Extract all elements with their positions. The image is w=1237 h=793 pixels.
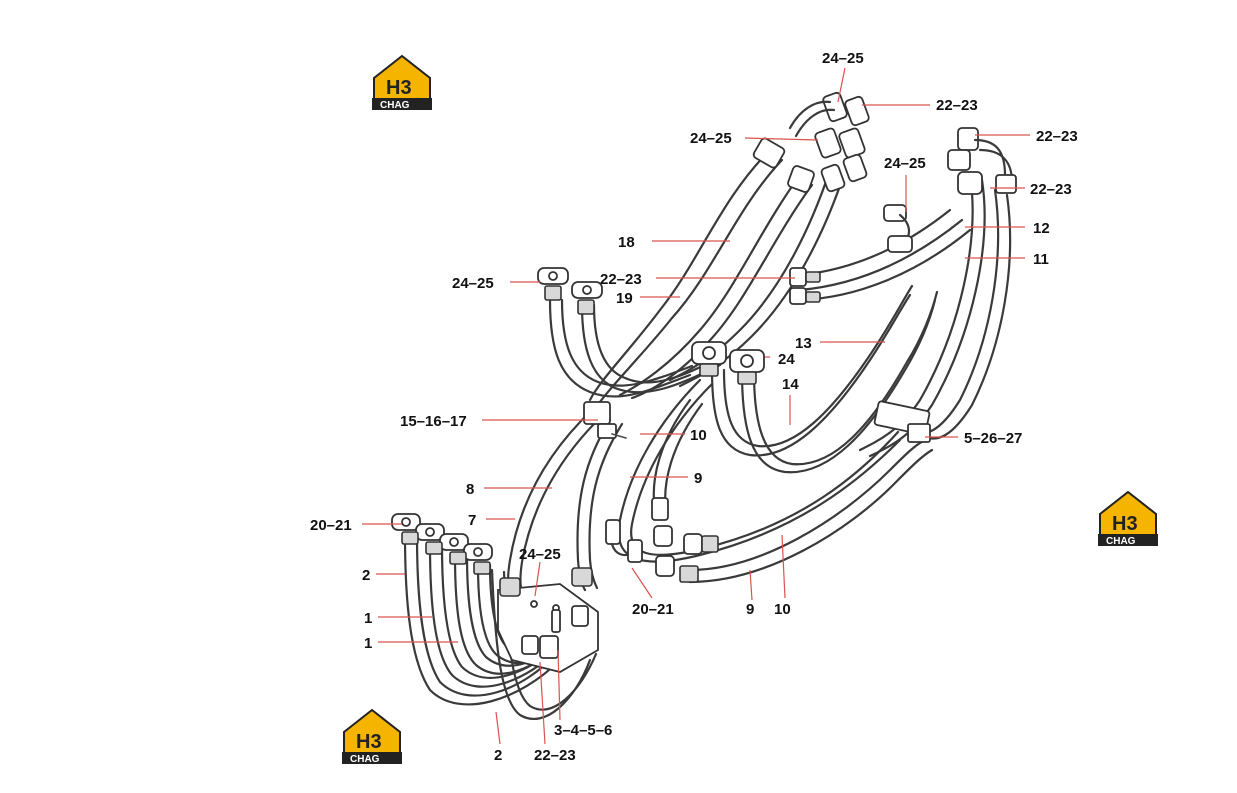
callout-5-26-27: 5–26–27 — [964, 430, 1022, 447]
callout-3-4-5-6: 3–4–5–6 — [554, 722, 612, 739]
callout-11: 11 — [1033, 251, 1049, 268]
hoses — [403, 148, 1012, 721]
logo-mark: H3 — [1112, 513, 1138, 535]
leader-lines — [362, 67, 1030, 745]
callout-24-25-top: 24–25 — [822, 50, 864, 67]
logo-mark: H3 — [356, 731, 382, 753]
callout-7: 7 — [468, 512, 476, 529]
fittings — [391, 91, 1017, 673]
callout-22-23-e: 22–23 — [534, 747, 576, 764]
callout-10-a: 10 — [690, 427, 707, 444]
callout-24-25-e: 24–25 — [519, 546, 561, 563]
callout-12: 12 — [1033, 220, 1050, 237]
callout-19: 19 — [616, 290, 633, 307]
callout-18: 18 — [618, 234, 635, 251]
callout-24-25-d: 24–25 — [452, 275, 494, 292]
callout-22-23-a: 22–23 — [936, 97, 978, 114]
callout-8: 8 — [466, 481, 474, 498]
callout-24: 24 — [778, 351, 795, 368]
callout-9-a: 9 — [694, 470, 702, 487]
callout-24-25-b: 24–25 — [690, 130, 732, 147]
callout-2-a: 2 — [362, 567, 370, 584]
callout-20-21-a: 20–21 — [310, 517, 352, 534]
callout-1-a: 1 — [364, 610, 372, 627]
logo-right: H3 CHAG — [1098, 490, 1158, 547]
part-labels: 24–25 22–23 24–25 22–23 24–25 22–23 12 1… — [310, 50, 1078, 764]
callout-14: 14 — [782, 376, 799, 393]
callout-13: 13 — [795, 335, 812, 352]
callout-1-b: 1 — [364, 635, 372, 652]
logo-mark: H3 — [386, 77, 412, 99]
logo-word: CHAG — [350, 754, 380, 765]
callout-20-21-b: 20–21 — [632, 601, 674, 618]
logo-word: CHAG — [380, 100, 410, 111]
callout-2-b: 2 — [494, 747, 502, 764]
callout-22-23-b: 22–23 — [1036, 128, 1078, 145]
callout-22-23-d: 22–23 — [600, 271, 642, 288]
callout-24-25-c: 24–25 — [884, 155, 926, 172]
callout-9-b: 9 — [746, 601, 754, 618]
callout-22-23-c: 22–23 — [1030, 181, 1072, 198]
logo-bottom-left: H3 CHAG — [342, 708, 402, 765]
logo-word: CHAG — [1106, 536, 1136, 547]
logo-top-left: H3 CHAG — [372, 54, 432, 111]
callout-10-b: 10 — [774, 601, 791, 618]
callout-15-16-17: 15–16–17 — [400, 413, 467, 430]
